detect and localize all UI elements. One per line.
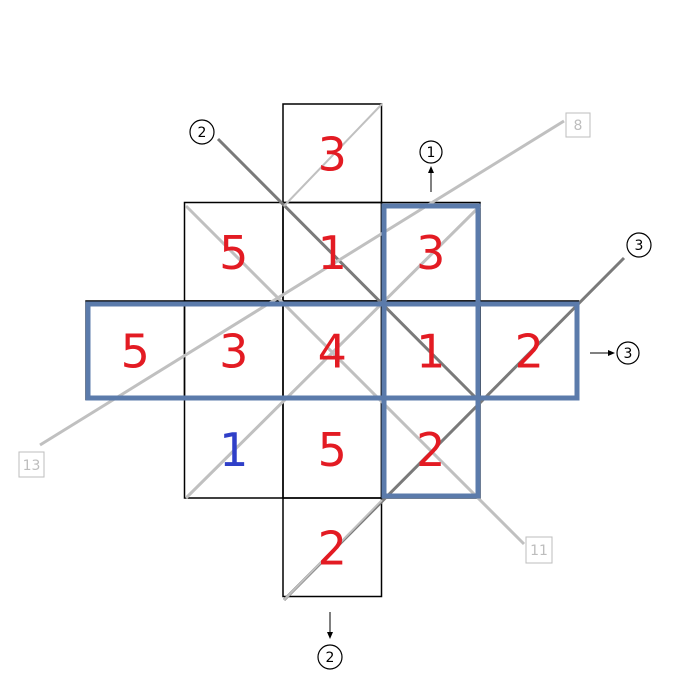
down-arrow-head (327, 632, 333, 639)
clue-text: 11 (530, 543, 548, 559)
solved-digit: 3 (416, 226, 445, 280)
circled-clue-col2-bottom: 2 (317, 612, 343, 670)
circled-clue-top-right: 3 (626, 232, 652, 258)
row-region-border (85, 301, 580, 401)
cell-digits: 3 5 1 3 5 3 4 1 2 1 5 2 2 (121, 127, 544, 575)
given-digit: 1 (219, 423, 248, 477)
bottom-cell-diagonal (283, 499, 383, 601)
solved-digit: 2 (515, 324, 544, 378)
right-arrow-head (608, 350, 615, 356)
boxed-clue-bottom-right: 11 (525, 536, 553, 564)
solved-digit: 2 (416, 423, 445, 477)
cell-diagonals (283, 103, 383, 601)
clue-text: 13 (23, 458, 41, 474)
clue-text: 3 (624, 346, 633, 362)
diagonal-down-dark (216, 137, 482, 404)
clue-text: 2 (198, 125, 207, 141)
clue-text: 2 (326, 650, 335, 666)
clue-text: 3 (635, 238, 644, 254)
circled-clue-row-right: 3 (590, 341, 640, 365)
circled-clue-top-left: 2 (189, 119, 215, 145)
diagonal-up-light-short (184, 204, 482, 500)
boxed-clue-bottom-left: 13 (18, 451, 45, 478)
solved-digit: 5 (121, 324, 150, 378)
diagonal-down-light (184, 204, 526, 546)
boxed-clue-top-right: 8 (565, 112, 591, 138)
solved-digit: 5 (219, 226, 248, 280)
solved-digit: 4 (318, 324, 347, 378)
solved-digit: 2 (318, 521, 347, 575)
solved-digit: 3 (318, 127, 347, 181)
column-region-border (381, 203, 481, 499)
clue-text: 1 (427, 145, 436, 161)
solved-digit: 5 (318, 423, 347, 477)
diagonal-up-light-long (39, 119, 565, 447)
circled-clue-col3-top: 1 (419, 140, 443, 192)
clue-text: 8 (574, 118, 583, 134)
top-cell-diagonal (283, 103, 383, 207)
up-arrow-head (428, 166, 434, 173)
solved-digit: 3 (219, 324, 248, 378)
grid-cell (282, 497, 383, 598)
solved-digit: 1 (416, 324, 445, 378)
solved-digit: 1 (318, 226, 347, 280)
region-borders (85, 203, 580, 499)
